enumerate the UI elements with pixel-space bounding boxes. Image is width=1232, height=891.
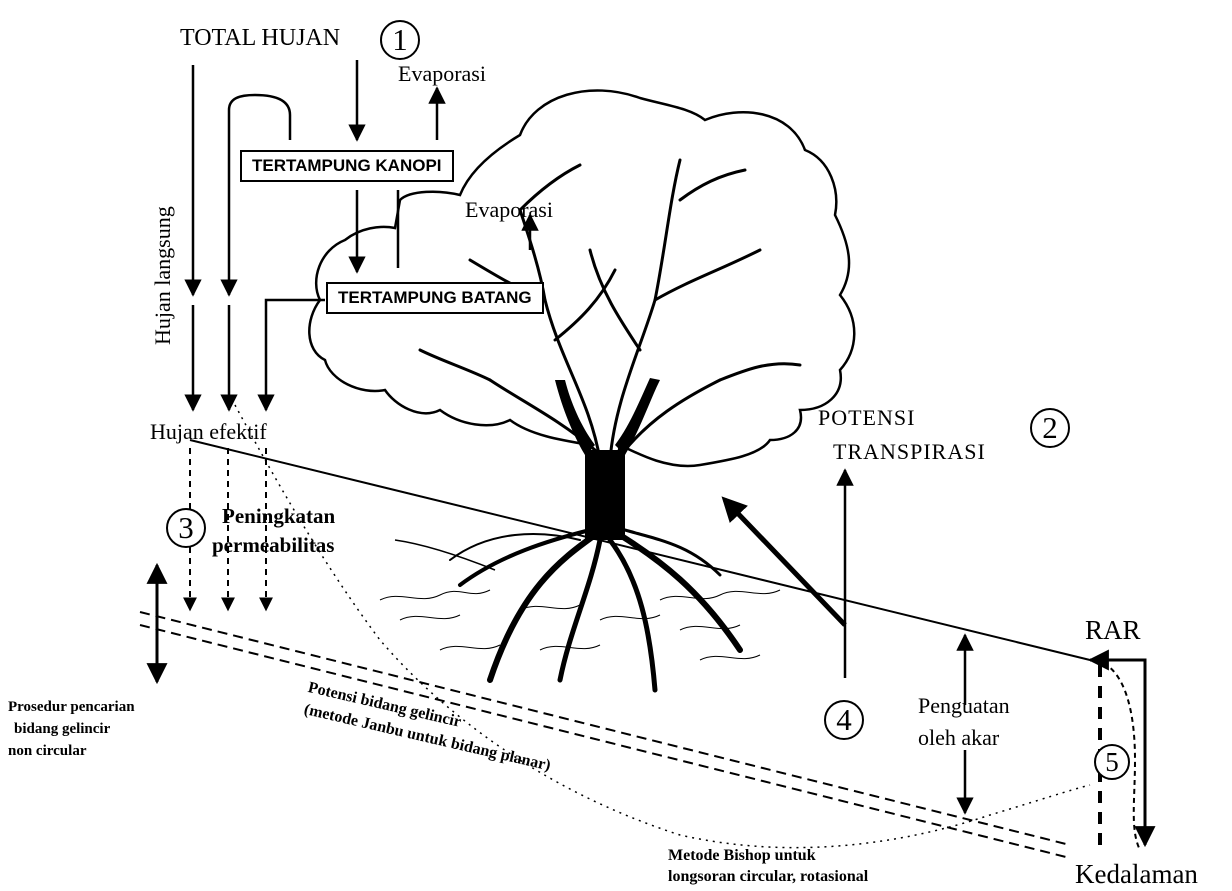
circular-slip-line [235,405,1090,848]
prosedur-label-3: non circular [8,744,86,760]
marker-3: 3 [166,508,206,548]
potensi-label: POTENSI [818,406,915,429]
bishop-label-2: longsoran circular, rotasional [668,869,868,886]
penguatan-label: Penguatan [918,694,1010,717]
trunk [585,450,625,540]
rain-arrows [193,60,530,410]
marker-5: 5 [1094,744,1130,780]
oleh-akar-label: oleh akar [918,726,999,749]
canopy-outline [309,90,854,470]
peningkatan-label: Peningkatan [222,505,335,527]
tertampung-batang-box: TERTAMPUNG BATANG [326,282,544,314]
roots [450,530,740,690]
evaporasi-mid-label: Evaporasi [465,198,553,221]
evaporasi-top-label: Evaporasi [398,62,486,85]
transpiration-arrows [725,470,845,678]
permeabilitas-label: permeabilitas [212,534,334,556]
transpirasi-label: TRANSPIRASI [833,440,986,463]
prosedur-label-2: bidang gelincir [14,722,110,738]
total-hujan-label: TOTAL HUJAN [180,26,340,51]
marker-2: 2 [1030,408,1070,448]
hujan-langsung-label: Hujan langsung [150,206,176,345]
prosedur-label-1: Prosedur pencarian [8,700,135,716]
rar-label: RAR [1085,616,1141,644]
kedalaman-label: Kedalaman [1075,860,1198,888]
hujan-efektif-label: Hujan efektif [150,420,267,443]
bishop-label-1: Metode Bishop untuk [668,848,816,865]
tertampung-kanopi-box: TERTAMPUNG KANOPI [240,150,454,182]
marker-4: 4 [824,700,864,740]
marker-1: 1 [380,20,420,60]
